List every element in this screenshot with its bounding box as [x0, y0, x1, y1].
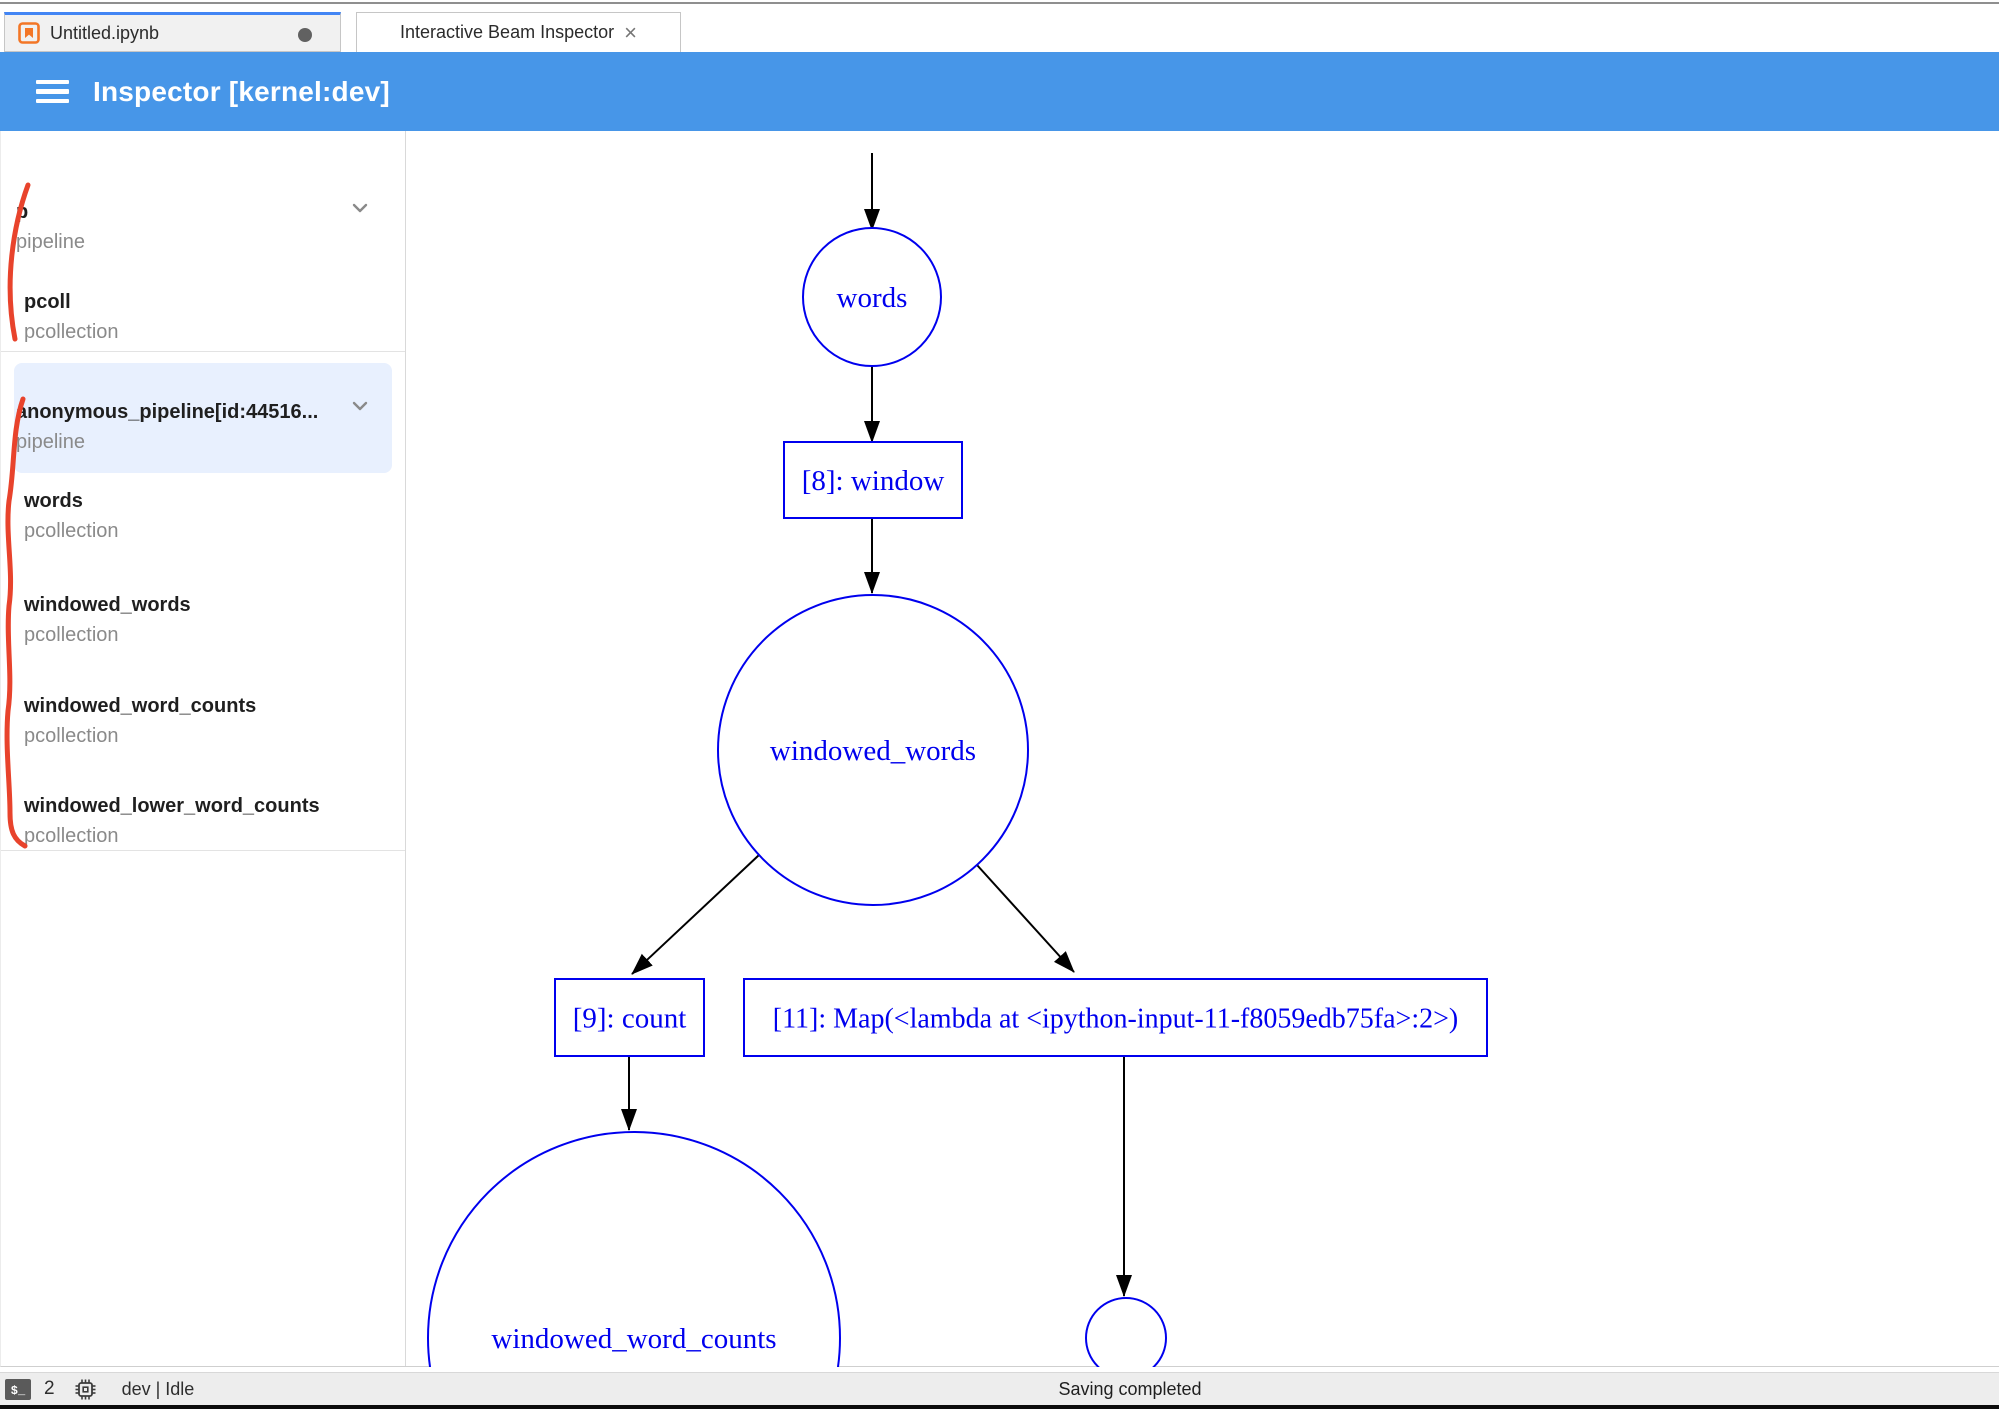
sidebar-item-windowed-lower-word-counts[interactable]: windowed_lower_word_counts pcollection — [24, 791, 320, 851]
graph-edge-arrow — [631, 854, 760, 975]
tab-label: Untitled.ipynb — [50, 22, 160, 43]
graph-node-words[interactable]: words — [802, 227, 942, 367]
graph-node-transform-9-count[interactable]: [9]: count — [554, 978, 705, 1057]
inspector-header: Inspector [kernel:dev] — [0, 52, 1999, 131]
graph-node-label: [8]: window — [802, 465, 945, 497]
item-type-label: pcollection — [24, 520, 119, 542]
window-bottom-edge — [0, 1405, 1999, 1409]
item-type-label: pcollection — [24, 624, 119, 646]
pipeline-name: p — [16, 201, 29, 223]
chevron-down-icon[interactable] — [347, 393, 373, 419]
pcollection-circle[interactable] — [802, 227, 942, 367]
pipeline-sidebar: p pipeline pcoll pcollection anonymous_p… — [1, 131, 406, 1366]
sidebar-item-words[interactable]: words pcollection — [24, 486, 119, 546]
status-message: Saving completed — [1058, 1378, 1202, 1399]
tab-bar: Untitled.ipynb Interactive Beam Inspecto… — [0, 12, 1999, 52]
pcollection-name: pcoll — [24, 291, 71, 313]
close-icon[interactable]: × — [624, 19, 637, 45]
window-top-divider — [0, 2, 1999, 4]
pipeline-name: anonymous_pipeline[id:44516... — [16, 401, 319, 423]
status-bar: $_ 2 dev | Idle Saving completed — [0, 1372, 1999, 1405]
pcollection-name: windowed_words — [24, 594, 191, 616]
transform-box[interactable] — [554, 978, 705, 1057]
page-title: Inspector [kernel:dev] — [93, 75, 390, 107]
item-type-label: pcollection — [24, 825, 119, 847]
pcollection-name: words — [24, 490, 83, 512]
sidebar-item-windowed-word-counts[interactable]: windowed_word_counts pcollection — [24, 691, 256, 751]
selected-item-highlight — [14, 363, 392, 473]
notebook-icon — [18, 22, 40, 44]
terminal-icon[interactable]: $_ — [5, 1378, 31, 1400]
item-type-label: pipeline — [16, 231, 85, 253]
tab-label: Interactive Beam Inspector — [400, 22, 615, 42]
kernel-status-label[interactable]: dev | Idle — [121, 1378, 195, 1399]
kernel-icon[interactable] — [73, 1377, 98, 1402]
graph-node-windowed-words[interactable]: windowed_words — [717, 594, 1029, 906]
hamburger-menu-icon[interactable] — [36, 79, 69, 104]
graph-node-label: [11]: Map(<lambda at <ipython-input-11-f… — [773, 1004, 1458, 1035]
status-left-group: $_ 2 dev | Idle — [5, 1377, 194, 1402]
sidebar-item-p[interactable]: p pipeline — [16, 197, 85, 257]
sidebar-item-windowed-words[interactable]: windowed_words pcollection — [24, 590, 191, 650]
transform-box[interactable] — [783, 441, 963, 519]
transform-box[interactable] — [743, 978, 1488, 1057]
item-type-label: pcollection — [24, 321, 119, 343]
tab-interactive-beam-inspector[interactable]: Interactive Beam Inspector × — [356, 12, 681, 52]
pcollection-circle[interactable] — [1085, 1297, 1167, 1367]
main-content: p pipeline pcoll pcollection anonymous_p… — [0, 131, 1999, 1367]
graph-node-transform-8-window[interactable]: [8]: window — [783, 441, 963, 519]
chevron-down-icon[interactable] — [347, 195, 373, 221]
pcollection-circle[interactable] — [717, 594, 1029, 906]
pcollection-circle[interactable] — [427, 1131, 841, 1367]
pcollection-name: windowed_lower_word_counts — [24, 795, 320, 817]
item-type-label: pcollection — [24, 725, 119, 747]
tab-untitled-ipynb[interactable]: Untitled.ipynb — [4, 12, 341, 52]
graph-node-label: windowed_words — [770, 735, 976, 767]
pipeline-graph: words [8]: window windowed_words [9]: count… — [427, 153, 1488, 1367]
item-type-label: pipeline — [16, 431, 85, 453]
graph-node-label: windowed_word_counts — [491, 1323, 776, 1355]
graph-node-label: words — [837, 282, 908, 314]
pcollection-name: windowed_word_counts — [24, 695, 257, 717]
sidebar-item-anonymous-pipeline[interactable]: anonymous_pipeline[id:44516... pipeline — [16, 397, 318, 457]
graph-node-transform-11-map[interactable]: [11]: Map(<lambda at <ipython-input-11-f… — [743, 978, 1488, 1057]
pipeline-graph-area: words [8]: window windowed_words [9]: count… — [407, 131, 1999, 1367]
graph-node-label: [9]: count — [573, 1003, 687, 1035]
graph-edge-arrow — [976, 864, 1075, 973]
terminal-count[interactable]: 2 — [44, 1378, 55, 1399]
sidebar-section-anonymous-pipeline: anonymous_pipeline[id:44516... pipeline … — [1, 353, 405, 851]
graph-node-windowed-word-counts[interactable]: windowed_word_counts — [427, 1131, 841, 1367]
sidebar-item-pcoll[interactable]: pcoll pcollection — [24, 287, 119, 347]
graph-node-output-pcollection[interactable] — [1085, 1297, 1167, 1367]
unsaved-changes-dot — [298, 28, 312, 42]
sidebar-section-main-pipeline: p pipeline pcoll pcollection — [1, 131, 405, 352]
